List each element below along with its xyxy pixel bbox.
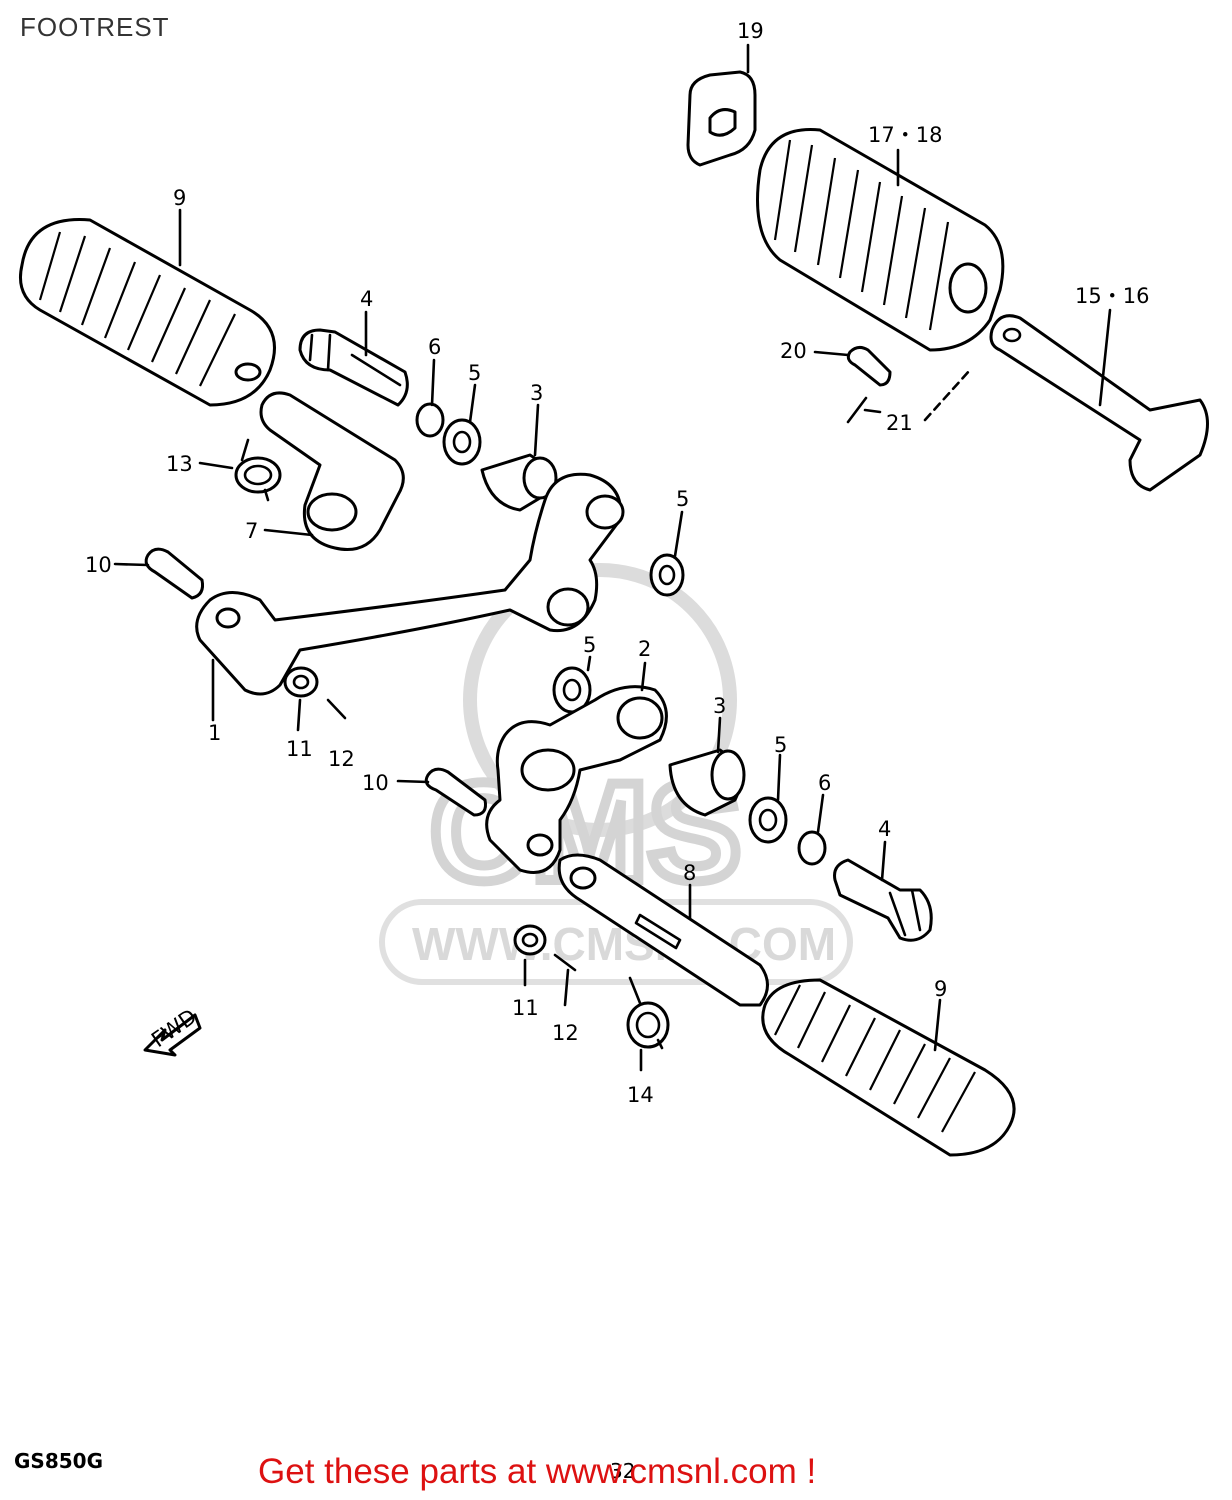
callout-19: 19 [737,19,764,43]
page-number: 32 [610,1459,635,1483]
callout-12-lower: 12 [552,1021,579,1045]
page-title: FOOTREST [20,12,170,42]
callout-9-lower: 9 [934,977,947,1001]
front-direction-arrow-icon: FWD [143,1004,202,1057]
bolt-4-lower [833,858,933,942]
callout-13: 13 [166,452,193,476]
spring-14 [626,976,670,1050]
callout-6-upper: 6 [428,335,441,359]
washer-5-upper [442,418,482,466]
callout-11-upper: 11 [286,737,313,761]
callout-10-upper: 10 [85,553,112,577]
footrest-bar-8 [557,853,769,1007]
washer-11-upper [283,666,319,698]
callout-5-lower: 5 [774,733,787,757]
callout-4-upper: 4 [360,287,373,311]
callout-17-18: 17・18 [868,123,942,147]
part-callouts: 19 17・18 15・16 20 21 9 4 6 5 3 13 7 5 10… [85,19,1149,1107]
callout-5-middle: 5 [583,633,596,657]
callout-9-upper: 9 [173,186,186,210]
cotter-pin-21 [846,396,868,424]
callout-3-upper: 3 [530,381,543,405]
spring-13 [234,438,282,502]
promo-link[interactable]: Get these parts at www.cmsnl.com ! [258,1452,817,1491]
callout-20: 20 [780,339,807,363]
callout-10-lower: 10 [362,771,389,795]
washer-11-lower [513,924,547,956]
cotter-pin-12-lower [553,953,577,972]
callout-21: 21 [886,411,913,435]
leader-lines [113,43,1112,1072]
cotter-pin-12-upper [326,698,347,720]
callout-1: 1 [208,721,221,745]
passenger-footrest-rubber [756,128,1005,352]
washer-6-lower [797,830,827,866]
bushing-3-upper [480,453,558,512]
callout-7: 7 [245,519,258,543]
pin-20 [846,345,892,387]
callout-12-upper: 12 [328,747,355,771]
washer-5-right [649,553,685,597]
rubber-footrest-left [19,218,276,407]
callout-4-lower: 4 [878,817,891,841]
bushing-3-lower [668,748,746,817]
pin-10-lower [424,767,487,817]
footrest-bracket-2 [485,666,668,874]
callout-11-lower: 11 [512,996,539,1020]
footrest-bracket-upper [259,391,405,551]
model-code: GS850G [14,1449,103,1473]
callout-15-16: 15・16 [1075,284,1149,308]
callout-5-upper: 5 [468,361,481,385]
washer-5-lower [748,796,788,844]
plate-19 [686,70,757,167]
footrest-lever-1 [195,472,625,696]
callout-6-lower: 6 [818,771,831,795]
pin-10-upper [144,547,204,600]
callout-8: 8 [683,861,696,885]
rubber-footrest-right [761,978,1016,1157]
washer-6-upper [415,402,445,438]
callout-2: 2 [638,637,651,661]
callout-14: 14 [627,1083,654,1107]
callout-5-right: 5 [676,487,689,511]
callout-3-lower: 3 [713,694,726,718]
bolt-4-upper [298,328,409,407]
